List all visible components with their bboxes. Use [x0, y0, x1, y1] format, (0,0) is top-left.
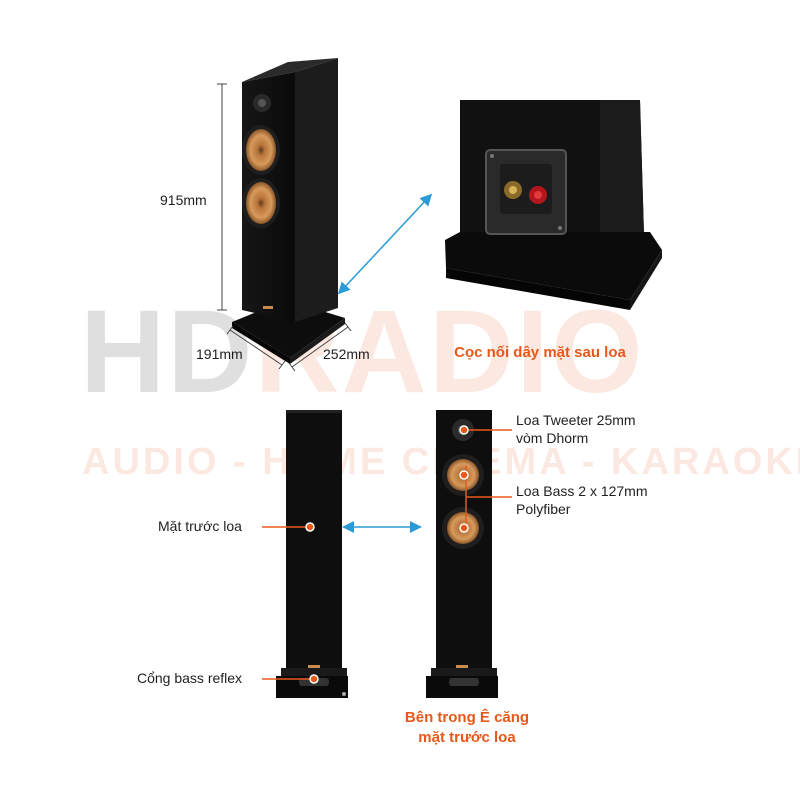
bass-label-line2: Polyfiber — [516, 501, 571, 517]
height-label: 915mm — [160, 192, 207, 208]
callout-dots — [305, 425, 469, 684]
depth-dimension-line — [288, 322, 352, 372]
tweeter-label-line1: Loa Tweeter 25mm — [516, 412, 636, 428]
woofer-icon — [246, 129, 276, 171]
rear-terminal-closeup — [445, 100, 662, 310]
grille-removed-caption-line2: mặt trước loa — [418, 729, 516, 746]
speaker-front-grille — [276, 410, 348, 698]
width-dimension-line — [226, 325, 286, 370]
watermark-hd: HD — [80, 286, 255, 418]
height-dimension-line — [217, 83, 227, 311]
grille-removed-caption-line1: Bên trong Ê căng — [404, 709, 530, 726]
grille-label: Mặt trước loa — [158, 518, 242, 534]
tweeter-label-line2: vòm Dhorm — [516, 430, 589, 446]
bass-reflex-label: Cổng bass reflex — [137, 670, 243, 686]
rear-terminal-caption: Cọc nối dây mặt sau loa — [454, 344, 626, 361]
callout-lines — [262, 429, 512, 680]
woofer-icon — [246, 182, 276, 224]
speaker-front-no-grille — [426, 410, 498, 698]
width-label: 191mm — [196, 346, 243, 362]
depth-label: 252mm — [323, 346, 370, 362]
bass-label-line1: Loa Bass 2 x 127mm — [516, 483, 648, 499]
speaker-angled-view — [232, 58, 345, 364]
detail-arrow — [337, 193, 433, 295]
